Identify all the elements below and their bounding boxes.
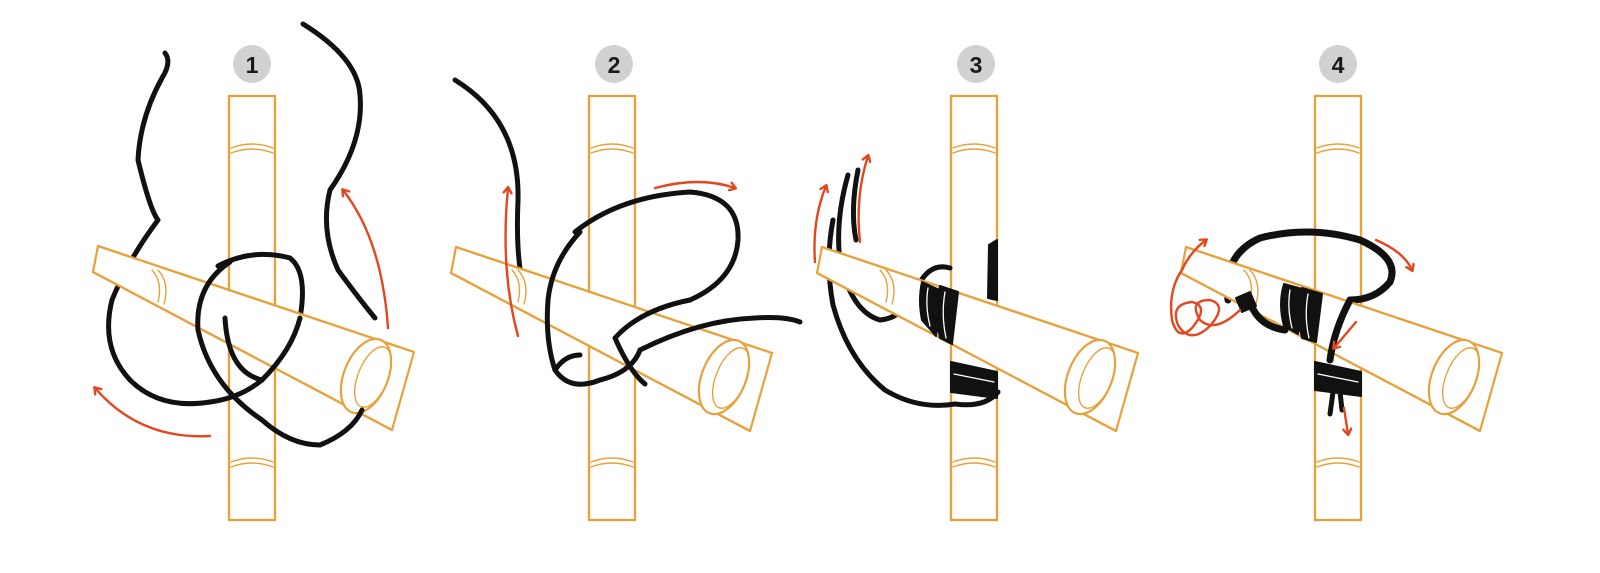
step-badge-4: 4 bbox=[1319, 45, 1357, 83]
rope-wraps bbox=[919, 281, 998, 399]
horizontal-pole bbox=[91, 244, 416, 432]
arrow-icon bbox=[1374, 238, 1412, 270]
step-number: 2 bbox=[608, 52, 621, 78]
motion-arrows bbox=[813, 156, 868, 264]
spiral-arrow-icon bbox=[1169, 240, 1242, 337]
rope-strand-front bbox=[1246, 296, 1354, 417]
step-number: 1 bbox=[246, 52, 259, 78]
step-panel-2: 2 bbox=[449, 45, 803, 522]
horizontal-pole bbox=[815, 245, 1140, 433]
motion-arrows bbox=[506, 180, 735, 338]
step-number: 4 bbox=[1332, 52, 1345, 78]
arrow-icon bbox=[343, 190, 390, 330]
step-panel-3: 3 bbox=[813, 45, 1140, 522]
arrow-icon bbox=[653, 180, 735, 188]
arrow-icon bbox=[857, 156, 868, 244]
step-panel-1: 1 bbox=[91, 21, 416, 522]
step-panel-4: 4 bbox=[1169, 45, 1504, 522]
rope-strand-front bbox=[952, 389, 1001, 408]
horizontal-pole bbox=[449, 245, 774, 433]
rope-strand bbox=[1223, 228, 1396, 304]
step-badge-2: 2 bbox=[595, 45, 633, 83]
step-badge-3: 3 bbox=[957, 45, 995, 83]
arrow-icon bbox=[1334, 320, 1358, 348]
step-badge-1: 1 bbox=[233, 45, 271, 83]
arrow-icon bbox=[1344, 406, 1348, 434]
rope-strand-front bbox=[195, 259, 365, 448]
arrow-icon bbox=[813, 186, 826, 264]
arrow-icon bbox=[95, 388, 212, 438]
rope-strand-front bbox=[544, 229, 803, 387]
arrow-icon bbox=[506, 188, 520, 338]
motion-arrows bbox=[1169, 238, 1412, 434]
rope-wraps bbox=[1235, 283, 1362, 397]
step-number: 3 bbox=[970, 52, 983, 78]
motion-arrows bbox=[95, 190, 390, 438]
